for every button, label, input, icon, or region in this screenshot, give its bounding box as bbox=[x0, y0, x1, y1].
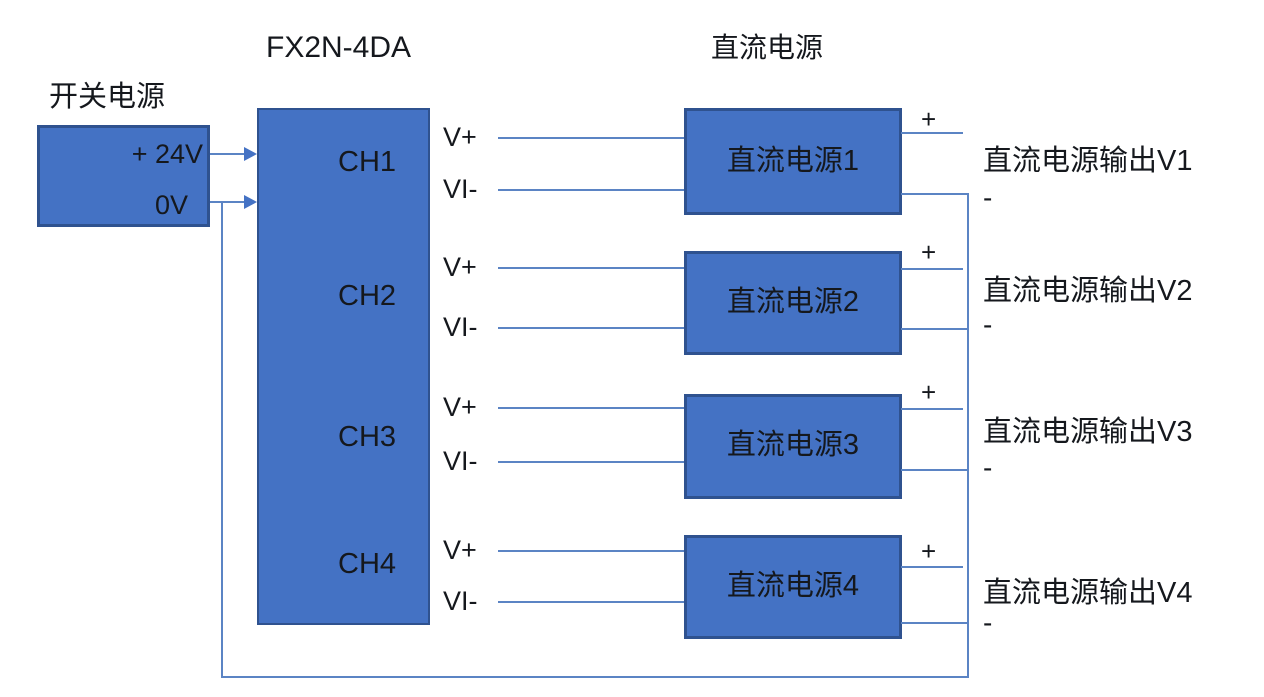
dc-supply-2-output-caption: 直流电源输出V2 bbox=[983, 275, 1193, 307]
wire-minus-bus-left bbox=[221, 202, 223, 678]
wire-minus-bus-bottom bbox=[221, 676, 969, 678]
dc-supply-4-output-caption: 直流电源输出V4 bbox=[983, 577, 1193, 609]
dc-supply-2-minus-label: - bbox=[983, 309, 993, 340]
wire-24v bbox=[210, 153, 246, 155]
wire-ch3-viminus bbox=[498, 461, 685, 463]
wire-ch4-vplus bbox=[498, 550, 685, 552]
dc-supply-1-output-caption: 直流电源输出V1 bbox=[983, 145, 1193, 177]
arrowhead-0v-icon bbox=[244, 195, 257, 209]
dc-supply-4-label: 直流电源4 bbox=[726, 570, 860, 602]
ch3-vplus-label: V+ bbox=[443, 392, 477, 422]
wire-ch3-vplus bbox=[498, 407, 685, 409]
channel-label-ch3: CH3 bbox=[338, 421, 397, 453]
channel-label-ch2: CH2 bbox=[338, 280, 397, 312]
wire-0v bbox=[210, 201, 246, 203]
wire-dc2-plus bbox=[901, 268, 963, 270]
ch2-vplus-label: V+ bbox=[443, 252, 477, 282]
wire-ch1-viminus bbox=[498, 189, 685, 191]
wire-dc1-plus bbox=[901, 132, 963, 134]
dc-supply-3-box bbox=[684, 394, 902, 499]
channel-label-ch1: CH1 bbox=[338, 146, 397, 178]
dc-supply-1-minus-label: - bbox=[983, 182, 993, 213]
dc-supply-2-label: 直流电源2 bbox=[726, 286, 860, 318]
channel-label-ch4: CH4 bbox=[338, 548, 397, 580]
dc-supply-1-box bbox=[684, 108, 902, 215]
arrowhead-24v-icon bbox=[244, 147, 257, 161]
ch1-vplus-label: V+ bbox=[443, 122, 477, 152]
dc-supply-3-plus-label: + bbox=[921, 377, 937, 407]
dc-supply-4-plus-label: + bbox=[921, 536, 937, 566]
wire-ch2-viminus bbox=[498, 327, 685, 329]
wire-ch4-viminus bbox=[498, 601, 685, 603]
dc-supply-3-minus-label: - bbox=[983, 452, 993, 483]
dc-supply-3-label: 直流电源3 bbox=[726, 429, 860, 461]
dc-supply-2-box bbox=[684, 251, 902, 355]
wire-dc2-minus bbox=[901, 328, 969, 330]
ch3-viminus-label: VI- bbox=[443, 446, 478, 476]
dc-supply-3-output-caption: 直流电源输出V3 bbox=[983, 416, 1193, 448]
wire-dc3-plus bbox=[901, 408, 963, 410]
wire-dc3-minus bbox=[901, 469, 969, 471]
terminal-24v-label: + 24V bbox=[131, 139, 203, 169]
wire-minus-bus-right bbox=[967, 193, 969, 678]
dc-supply-1-label: 直流电源1 bbox=[726, 145, 860, 177]
dc-supply-1-plus-label: + bbox=[921, 104, 937, 134]
wire-dc1-minus bbox=[901, 193, 969, 195]
switch-supply-box bbox=[37, 125, 210, 227]
ch2-viminus-label: VI- bbox=[443, 312, 478, 342]
wire-dc4-plus bbox=[901, 566, 963, 568]
dc-supply-4-box bbox=[684, 535, 902, 639]
ch4-viminus-label: VI- bbox=[443, 586, 478, 616]
wire-ch2-vplus bbox=[498, 267, 685, 269]
wire-ch1-vplus bbox=[498, 137, 685, 139]
switch-supply-label: 开关电源 bbox=[49, 81, 166, 113]
module-box bbox=[257, 108, 430, 625]
ch4-vplus-label: V+ bbox=[443, 535, 477, 565]
terminal-0v-label: 0V bbox=[154, 190, 188, 220]
wire-dc4-minus bbox=[901, 622, 969, 624]
ch1-viminus-label: VI- bbox=[443, 174, 478, 204]
dc-group-title: 直流电源 bbox=[711, 32, 824, 63]
module-title: FX2N-4DA bbox=[266, 31, 412, 64]
dc-supply-2-plus-label: + bbox=[921, 237, 937, 267]
dc-supply-4-minus-label: - bbox=[983, 607, 993, 638]
